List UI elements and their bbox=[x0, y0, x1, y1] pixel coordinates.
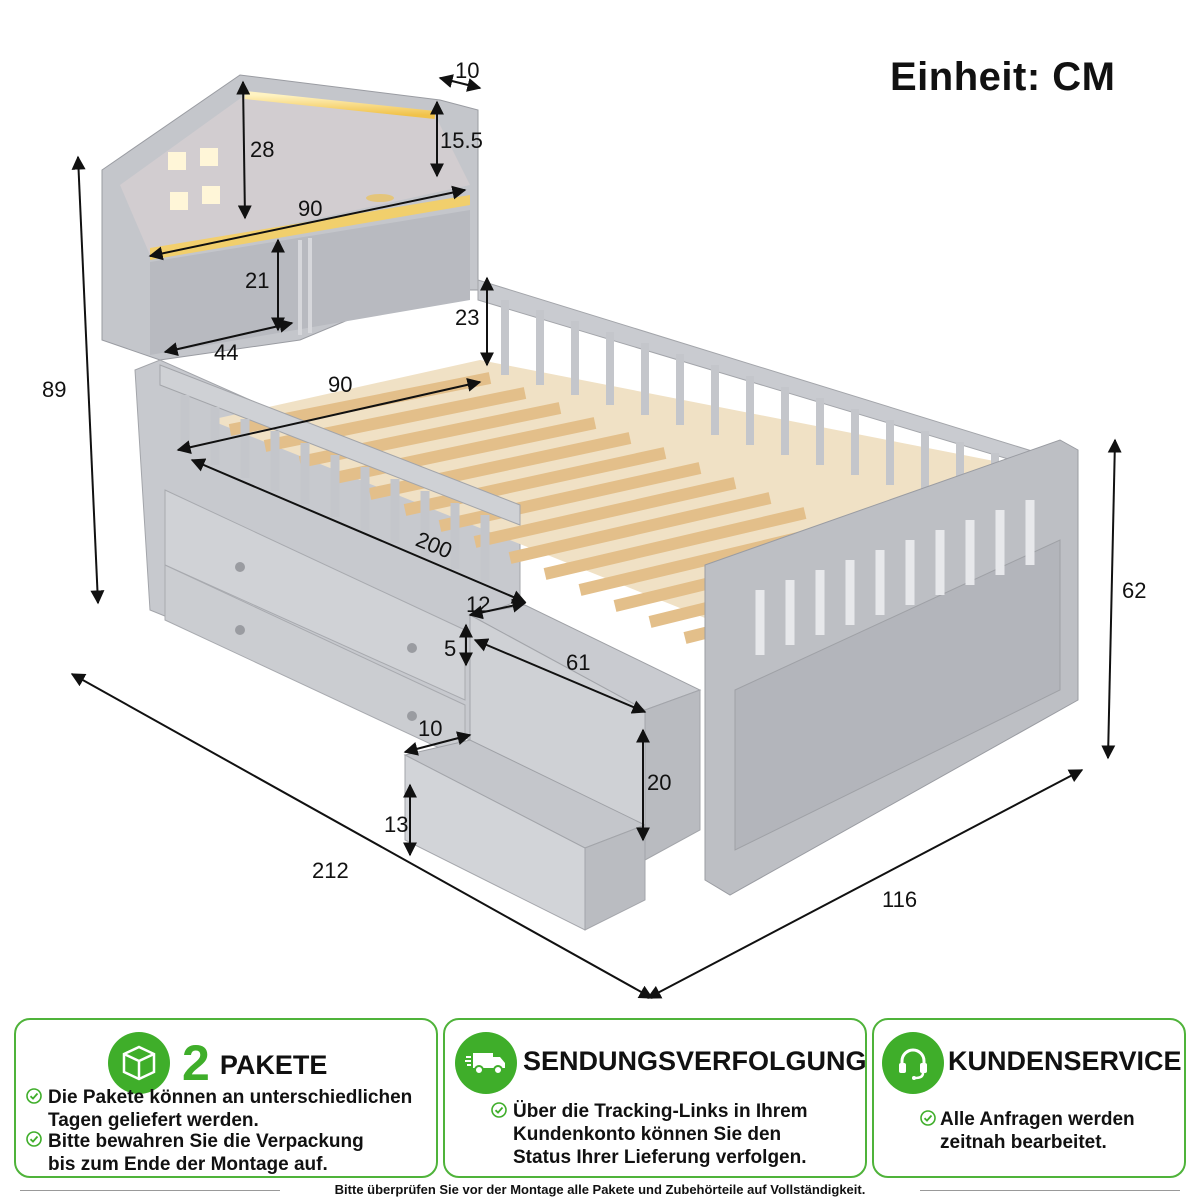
dim-61: 61 bbox=[566, 650, 590, 675]
footer-divider-right bbox=[920, 1190, 1180, 1191]
dim-20: 20 bbox=[647, 770, 671, 795]
dimension-lines bbox=[70, 74, 1122, 999]
headboard bbox=[101, 74, 479, 361]
footer-note: Bitte überprüfen Sie vor der Montage all… bbox=[334, 1182, 866, 1197]
dim-212: 212 bbox=[312, 858, 349, 883]
footer-divider-left bbox=[20, 1190, 280, 1191]
product-illustration: 10 28 15.5 90 21 44 23 89 90 200 12 5 61… bbox=[42, 58, 1146, 999]
bed-dimension-drawing: 10 28 15.5 90 21 44 23 89 90 200 12 5 61… bbox=[42, 58, 1146, 999]
packages-title-text: PAKETE bbox=[219, 1050, 328, 1080]
service-line-2: zeitnah bearbeitet. bbox=[940, 1132, 1107, 1153]
check-icon bbox=[26, 1131, 42, 1147]
dim-44: 44 bbox=[214, 340, 238, 365]
packages-line-3: Bitte bewahren Sie die Verpackung bbox=[48, 1131, 364, 1152]
packages-card: 2 PAKETE Die Pakete können an unterschied… bbox=[14, 1018, 438, 1178]
service-card: KUNDENSERVICE Alle Anfragen werden zeitn… bbox=[872, 1018, 1186, 1178]
dim-21: 21 bbox=[245, 268, 269, 293]
check-icon bbox=[920, 1110, 936, 1126]
packages-line-1: Die Pakete können an unterschiedlichen bbox=[48, 1087, 413, 1108]
unit-label: Einheit: CM bbox=[890, 55, 1116, 99]
dim-12: 12 bbox=[466, 592, 490, 617]
packages-number: 2 bbox=[182, 1035, 210, 1091]
packages-title: 2 PAKETE bbox=[182, 1034, 327, 1092]
packages-line-4: bis zum Ende der Montage auf. bbox=[48, 1154, 328, 1175]
tracking-card: SENDUNGSVERFOLGUNG Über die Tracking-Lin… bbox=[443, 1018, 867, 1178]
tracking-title: SENDUNGSVERFOLGUNG bbox=[523, 1046, 867, 1076]
dim-62: 62 bbox=[1122, 578, 1146, 603]
service-line-1: Alle Anfragen werden bbox=[940, 1109, 1135, 1130]
dim-90-rail: 90 bbox=[328, 372, 352, 397]
dim-10-top: 10 bbox=[455, 58, 479, 83]
package-icon bbox=[108, 1032, 170, 1094]
dim-116: 116 bbox=[882, 887, 917, 912]
check-icon bbox=[26, 1088, 42, 1104]
dim-10-step: 10 bbox=[418, 716, 442, 741]
dim-90-headboard: 90 bbox=[298, 196, 322, 221]
packages-line-2: Tagen geliefert werden. bbox=[48, 1110, 259, 1131]
headset-icon bbox=[882, 1032, 944, 1094]
dim-5: 5 bbox=[444, 636, 456, 661]
service-title: KUNDENSERVICE bbox=[948, 1046, 1182, 1076]
dim-15-5: 15.5 bbox=[440, 128, 483, 153]
tracking-line-1: Über die Tracking-Links in Ihrem bbox=[513, 1101, 808, 1122]
dim-28: 28 bbox=[250, 137, 274, 162]
tracking-line-3: Status Ihrer Lieferung verfolgen. bbox=[513, 1147, 807, 1168]
truck-icon bbox=[455, 1032, 517, 1094]
dim-89: 89 bbox=[42, 377, 66, 402]
dim-23: 23 bbox=[455, 305, 479, 330]
check-icon bbox=[491, 1102, 507, 1118]
dim-13: 13 bbox=[384, 812, 408, 837]
tracking-line-2: Kundenkonto können Sie den bbox=[513, 1124, 782, 1145]
